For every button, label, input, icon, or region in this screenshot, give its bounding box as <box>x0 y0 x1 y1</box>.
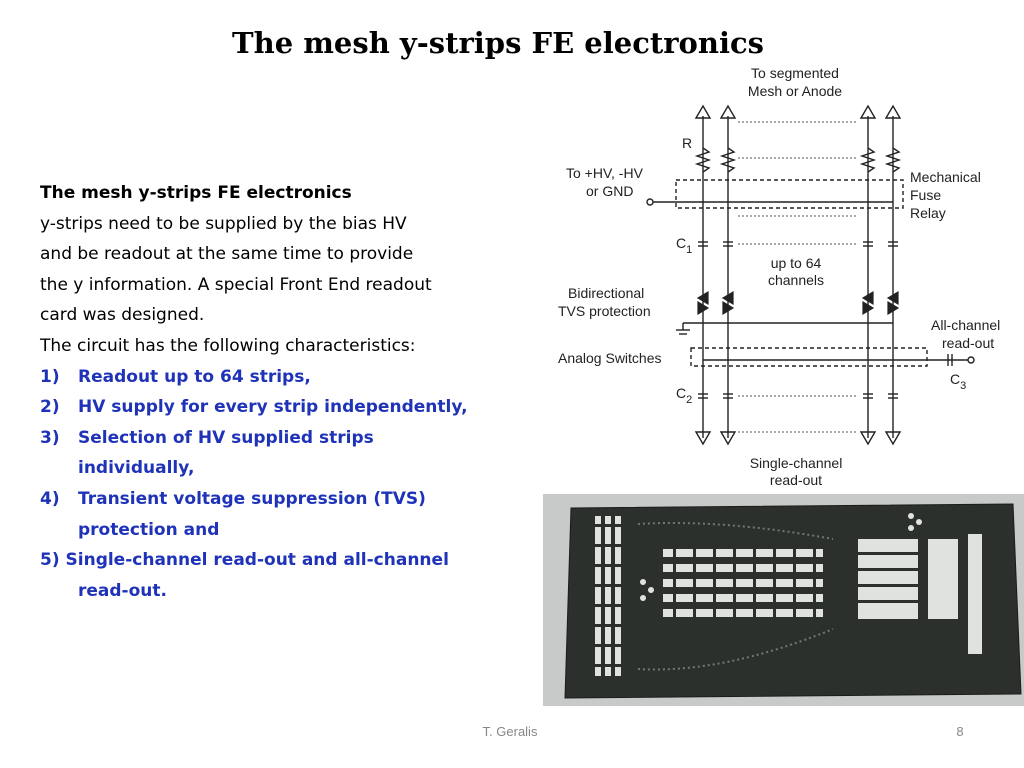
list-text-cont: individually, <box>78 458 195 479</box>
relay-label: Relay <box>910 205 946 221</box>
paragraph-line: the y information. A special Front End r… <box>40 274 432 295</box>
resistor-label: R <box>682 135 692 151</box>
characteristics-intro: The circuit has the following characteri… <box>40 335 416 356</box>
list-text: Selection of HV supplied strips <box>78 427 374 448</box>
paragraph-line: y-strips need to be supplied by the bias… <box>40 213 407 234</box>
c2-label: C2 <box>676 385 692 406</box>
list-item: 2) HV supply for every strip independent… <box>40 392 530 423</box>
channels-label: channels <box>768 272 824 288</box>
single-channel-label: Single-channel <box>750 455 843 471</box>
hv-label: To +HV, -HV <box>566 165 644 181</box>
body-heading: The mesh y-strips FE electronics <box>40 183 352 203</box>
tvs-label: Bidirectional <box>568 285 644 301</box>
diagram-top-label: Mesh or Anode <box>748 83 842 99</box>
list-item: 4) Transient voltage suppression (TVS) p… <box>40 484 530 545</box>
relay-label: Fuse <box>910 187 941 203</box>
list-text-cont: read-out. <box>78 580 167 601</box>
characteristics-list: 1) Readout up to 64 strips, 2) HV supply… <box>40 362 530 607</box>
relay-label: Mechanical <box>910 169 981 185</box>
hv-label: or GND <box>586 183 633 199</box>
list-number: 4) <box>40 488 60 509</box>
c1-label: C1 <box>676 235 692 256</box>
list-text: 5) Single-channel read-out and all-chann… <box>40 550 449 571</box>
paragraph-line: card was designed. <box>40 305 205 326</box>
list-item: 3) Selection of HV supplied strips indiv… <box>40 423 530 484</box>
paragraph-line: and be readout at the same time to provi… <box>40 244 414 265</box>
channels-label: up to 64 <box>771 255 822 271</box>
pcb-photo <box>543 494 1024 706</box>
slide-title: The mesh y-strips FE electronics <box>232 26 764 60</box>
list-number: 2) <box>40 397 60 418</box>
diagram-top-label: To segmented <box>751 65 839 81</box>
single-channel-label: read-out <box>770 472 822 488</box>
list-text: HV supply for every strip independently, <box>78 397 468 418</box>
list-text: Transient voltage suppression (TVS) <box>78 488 426 509</box>
page-number: 8 <box>956 724 964 739</box>
tvs-label: TVS protection <box>558 303 651 319</box>
allchannel-label: read-out <box>942 335 994 351</box>
list-number: 1) <box>40 366 60 387</box>
c3-label: C3 <box>950 371 966 392</box>
footer-author: T. Geralis <box>482 724 538 739</box>
list-text: Readout up to 64 strips, <box>78 366 311 387</box>
list-item: 1) Readout up to 64 strips, <box>40 362 530 393</box>
circuit-diagram: To segmented Mesh or Anode R To +HV, -HV… <box>558 65 1000 488</box>
allchannel-label: All-channel <box>931 317 1000 333</box>
list-number: 3) <box>40 427 60 448</box>
body-text: The mesh y-strips FE electronics y-strip… <box>40 178 530 606</box>
list-item: 5) Single-channel read-out and all-chann… <box>40 545 530 606</box>
list-text-cont: protection and <box>78 519 220 540</box>
analog-switch-label: Analog Switches <box>558 350 662 366</box>
